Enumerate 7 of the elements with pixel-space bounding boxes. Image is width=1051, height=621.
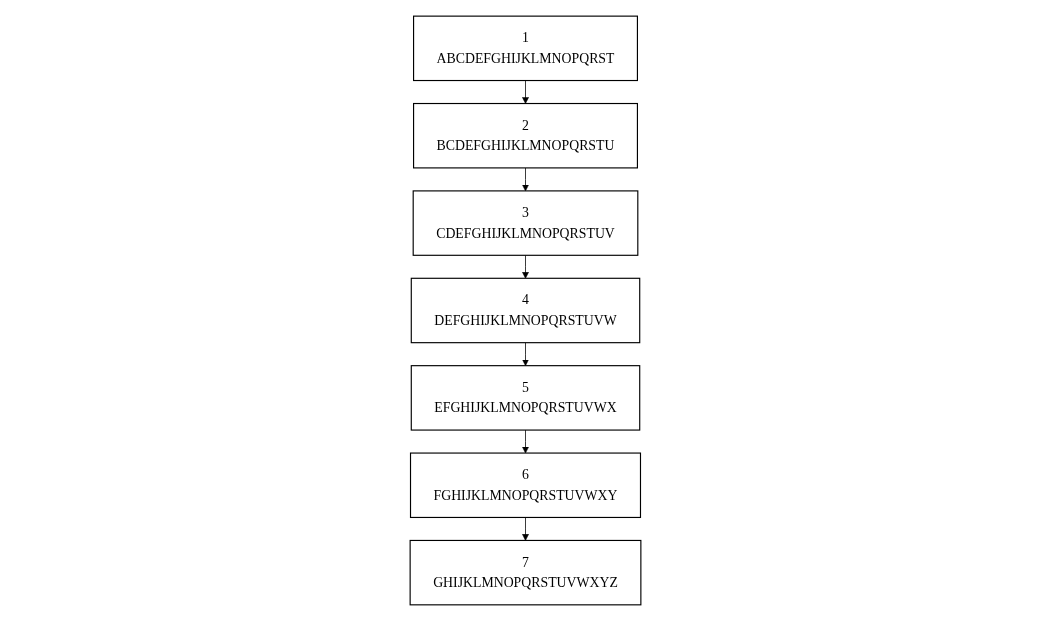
node-box: 6 FGHIJKLMNOPQRSTUVWXY [409, 452, 642, 519]
node-box: 5 EFGHIJKLMNOPQRSTUVWX [410, 365, 641, 431]
node-box: 7 GHIJKLMNOPQRSTUVWXYZ [409, 539, 642, 606]
node-box: 1 ABCDEFGHIJKLMNOPQRST [413, 15, 638, 82]
node-box: 4 DEFGHIJKLMNOPQRSTUVW [410, 277, 641, 344]
node-box: 2 BCDEFGHIJKLMNOPQRSTU [413, 102, 638, 169]
node-box: 3 CDEFGHIJKLMNOPQRSTUV [412, 190, 639, 256]
